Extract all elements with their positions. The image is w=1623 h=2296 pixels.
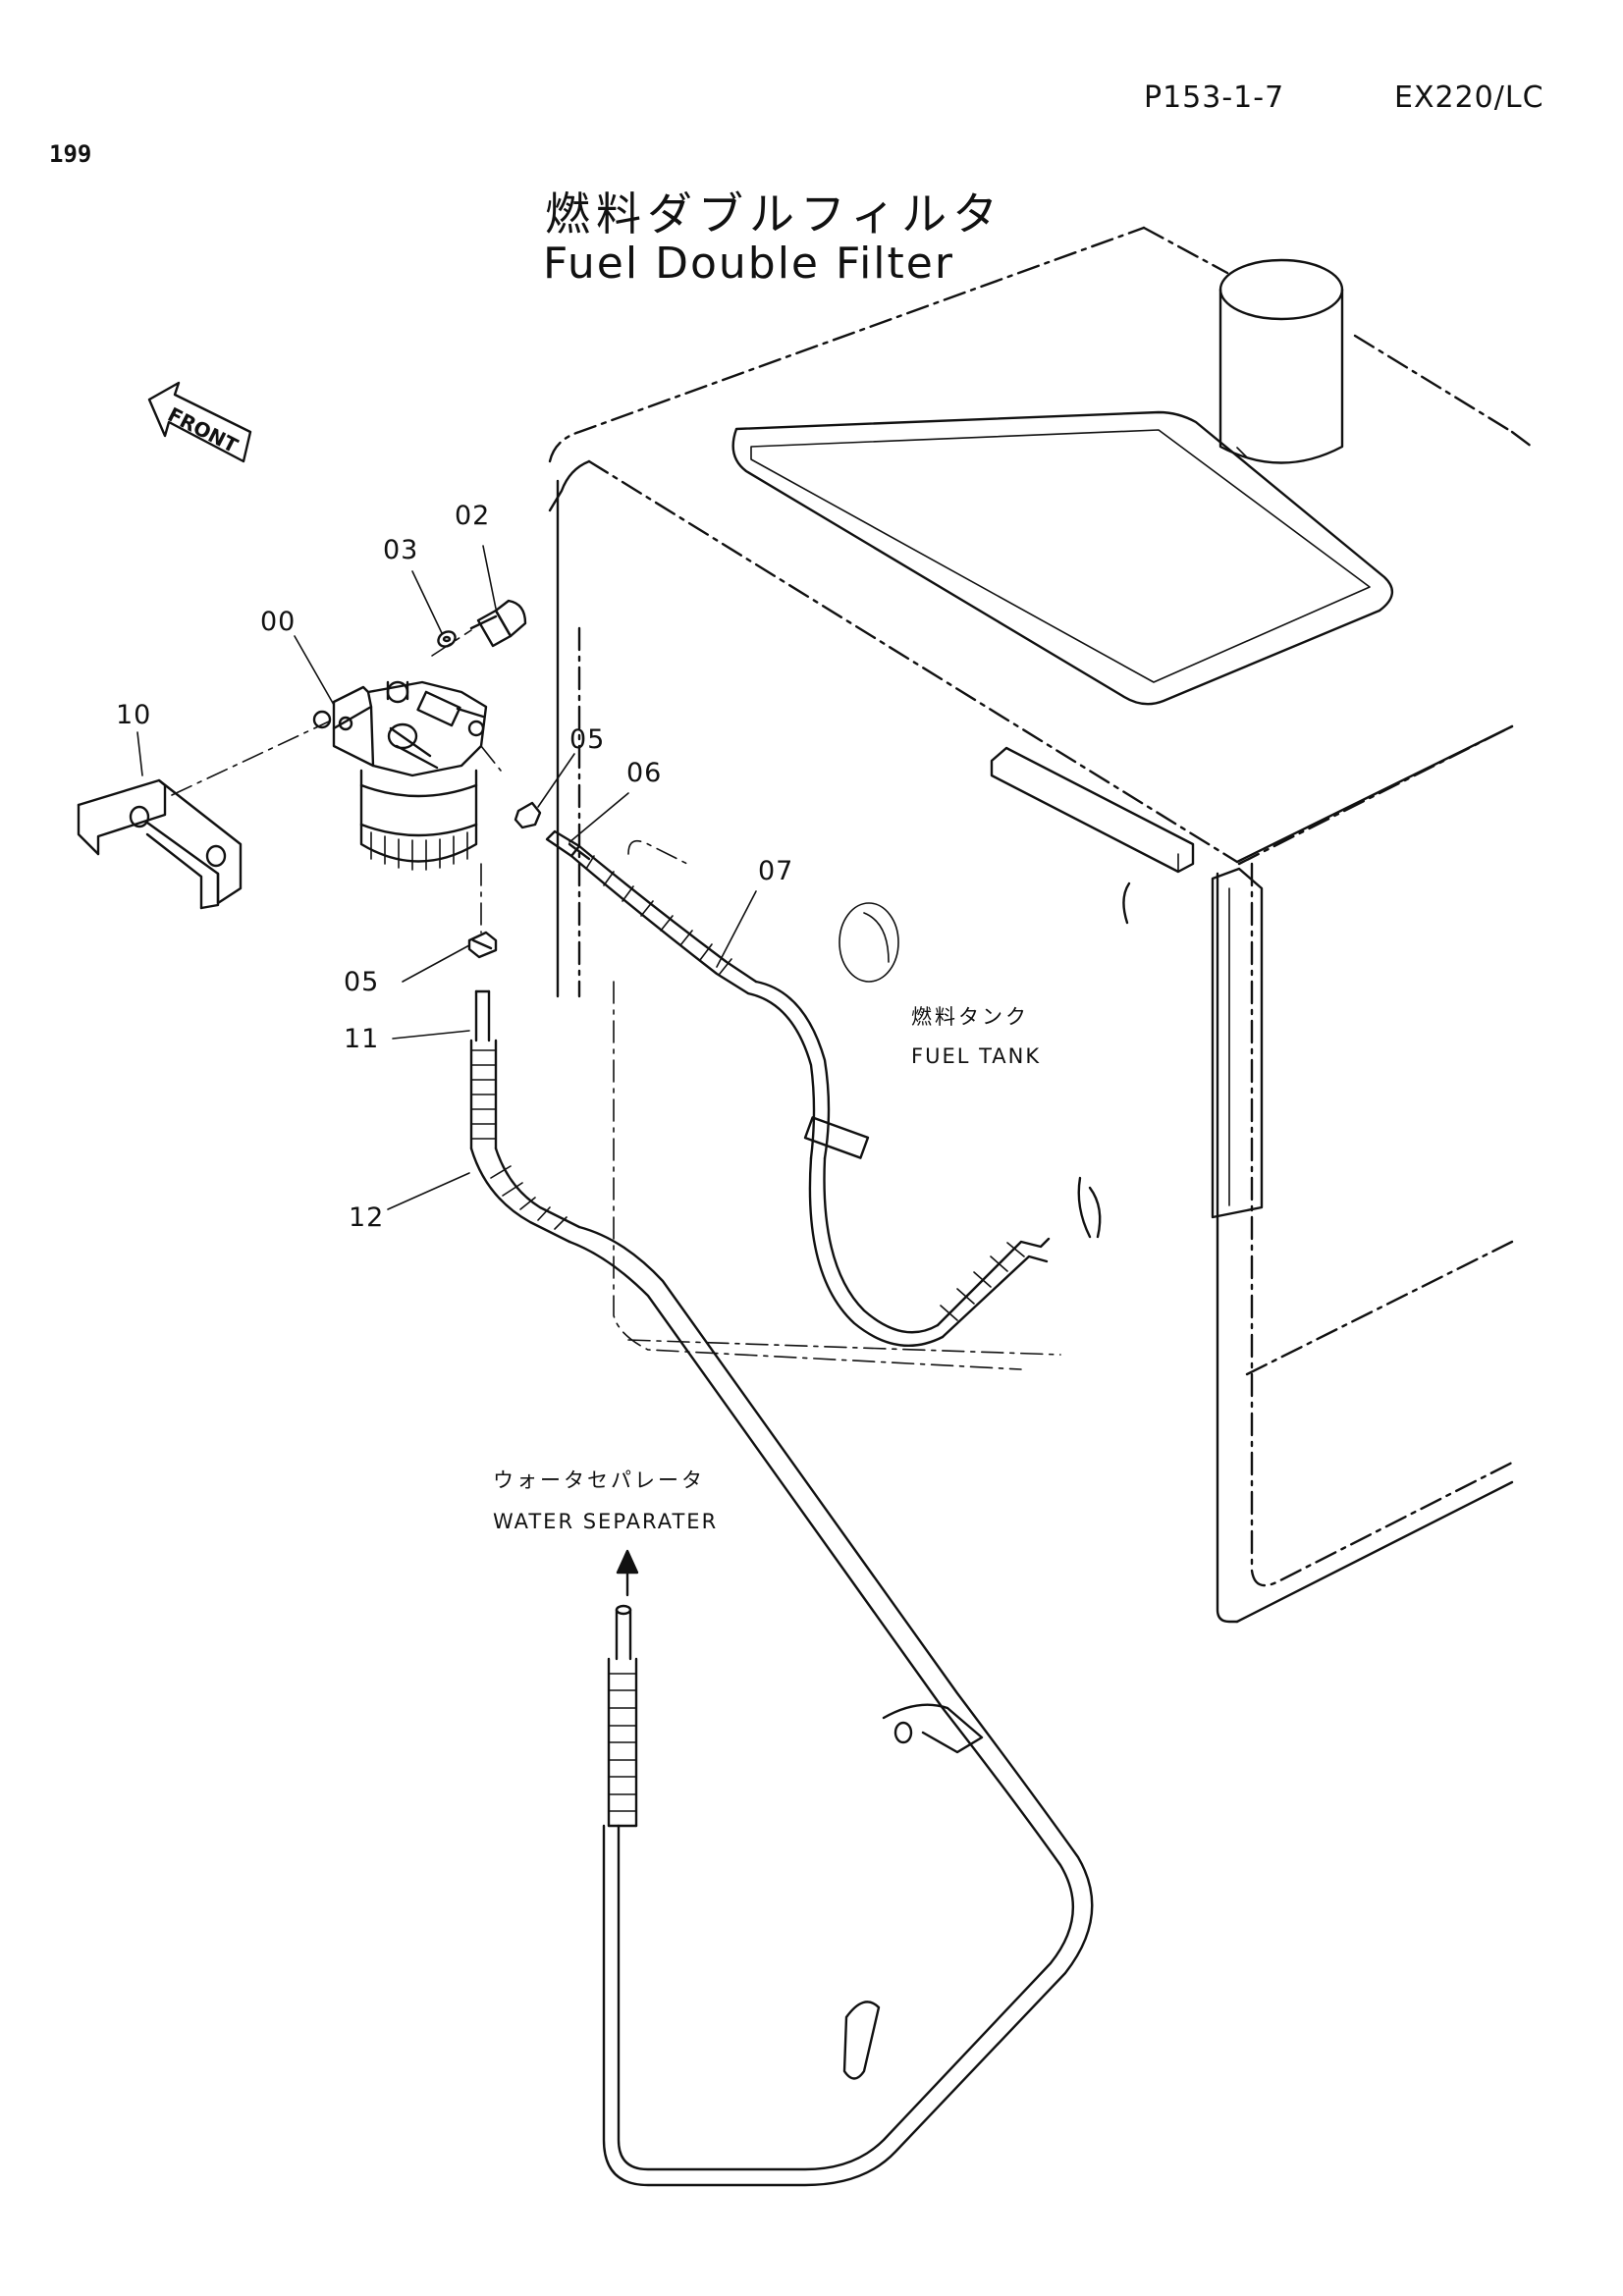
model-number: EX220/LC <box>1394 80 1544 115</box>
fuel-tank-label-ja: 燃料タンク <box>911 1005 1029 1029</box>
page-reference: P153-1-7 <box>1144 80 1285 115</box>
title-japanese: 燃料ダブルフィルタ <box>545 187 1004 240</box>
callout-07: 07 <box>758 856 794 886</box>
hose-lower <box>469 989 1094 2187</box>
callout-03: 03 <box>383 535 419 565</box>
water-separater-arrow-icon <box>616 1549 639 1597</box>
callout-05-lower: 05 <box>344 967 380 997</box>
clamp-part <box>467 931 498 959</box>
screw-part <box>431 599 527 657</box>
bracket-part <box>77 721 330 910</box>
fuel-filter-assembly <box>312 680 502 934</box>
callout-06: 06 <box>626 758 663 788</box>
front-arrow-icon <box>147 381 252 463</box>
callout-05-upper: 05 <box>569 724 606 755</box>
callout-10: 10 <box>116 700 152 730</box>
callout-02: 02 <box>455 501 491 531</box>
title-english: Fuel Double Filter <box>543 239 954 289</box>
washer-part <box>437 630 457 648</box>
leader-lines <box>136 545 757 1210</box>
hose-upper <box>545 829 1051 1347</box>
fuel-tank-label-en: FUEL TANK <box>911 1044 1042 1068</box>
page-number: 199 <box>49 140 92 168</box>
nut-part <box>514 801 542 829</box>
callout-00: 00 <box>260 607 297 637</box>
water-separater-label-ja: ウォータセパレータ <box>493 1468 705 1492</box>
callout-11: 11 <box>344 1024 380 1054</box>
fuel-tank <box>548 226 1534 1624</box>
callout-12: 12 <box>349 1202 385 1233</box>
water-separater-label-en: WATER SEPARATER <box>493 1510 719 1533</box>
